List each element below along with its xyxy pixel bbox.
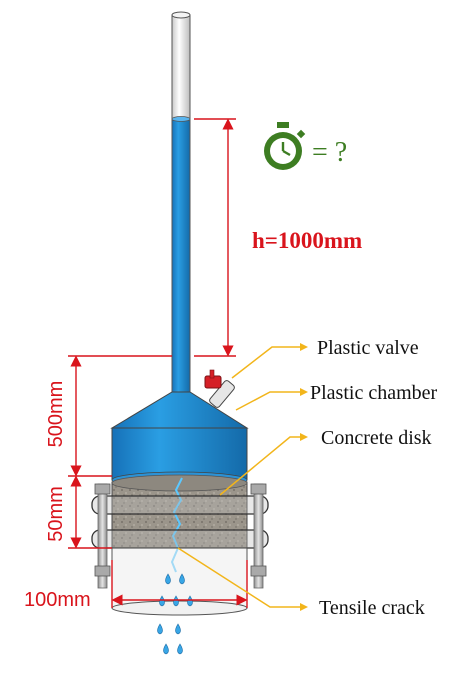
valve-label: Plastic valve (317, 337, 419, 359)
timer-question: = ? (312, 137, 347, 168)
water-drop (179, 573, 185, 585)
dimension-lines (68, 118, 248, 608)
disk-label: Concrete disk (321, 427, 432, 449)
plastic-valve (204, 369, 235, 408)
water-drop (175, 623, 181, 635)
bolt-left (94, 483, 111, 589)
water-drop (163, 643, 169, 655)
water-drop (165, 573, 171, 585)
water-drop (157, 623, 163, 635)
crack-label: Tensile crack (319, 597, 425, 619)
callout-lines (177, 346, 300, 608)
chamber-cylinder-upper (111, 427, 248, 481)
clamp-ring-upper (91, 495, 269, 515)
water-drop (177, 643, 183, 655)
standpipe-water-column (171, 118, 191, 402)
callout-arrowheads (300, 343, 308, 611)
head-height-label: h=1000mm (252, 228, 362, 253)
bolt-right (250, 483, 267, 589)
standpipe (171, 11, 191, 402)
plastic-chamber (110, 391, 249, 489)
standpipe-top-rim (171, 11, 191, 19)
dimension-100-label: 100mm (24, 589, 91, 611)
dimension-50-label: 50mm (45, 486, 67, 542)
clamp-ring-lower (91, 529, 269, 549)
clamp-assembly (91, 483, 269, 589)
chamber-label: Plastic chamber (310, 382, 438, 404)
dimension-500-label: 500mm (45, 381, 67, 448)
standpipe-empty-part (171, 14, 191, 120)
stopwatch-icon (264, 122, 306, 170)
